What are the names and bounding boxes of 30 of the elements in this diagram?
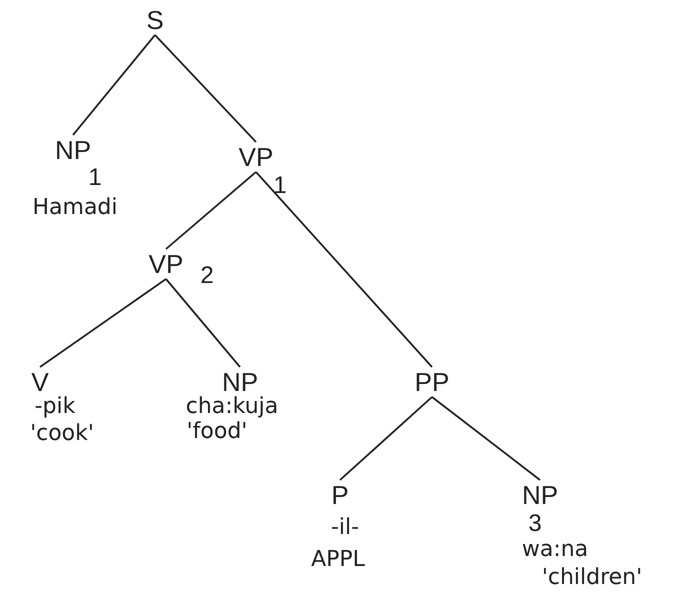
word-gloss: -pik <box>34 396 76 418</box>
tree-branch-line <box>165 171 257 250</box>
index-number: 3 <box>528 510 542 538</box>
syntax-category-label: S <box>146 7 164 33</box>
syntax-category-label: NP <box>222 369 258 395</box>
index-number: 1 <box>88 164 102 192</box>
syntax-category-label: VP <box>148 251 184 277</box>
tree-branch-line <box>39 278 167 368</box>
word-gloss: 'cook' <box>30 423 94 445</box>
tree-branch-line <box>255 171 433 368</box>
tree-branch-line <box>154 34 257 143</box>
word-gloss: APPL <box>311 549 365 571</box>
tree-branch-line <box>339 396 433 481</box>
word-gloss: Hamadi <box>32 197 118 219</box>
tree-branch-line <box>165 278 241 368</box>
word-gloss: 'food' <box>186 421 248 443</box>
word-gloss: 'children' <box>542 567 642 589</box>
index-number: 2 <box>200 262 214 290</box>
syntax-category-label: VP <box>238 144 274 170</box>
tree-branch-line <box>431 396 541 481</box>
syntax-category-label: PP <box>414 369 450 395</box>
word-gloss: cha:kuja <box>186 396 278 418</box>
syntax-category-label: NP <box>522 482 558 508</box>
syntax-category-label: V <box>31 369 49 395</box>
tree-branch-line <box>72 34 156 136</box>
word-gloss: wa:na <box>522 539 588 561</box>
word-gloss: -il- <box>330 517 360 539</box>
syntax-category-label: NP <box>54 137 92 163</box>
syntax-category-label: P <box>331 482 349 508</box>
index-number: 1 <box>273 172 287 200</box>
